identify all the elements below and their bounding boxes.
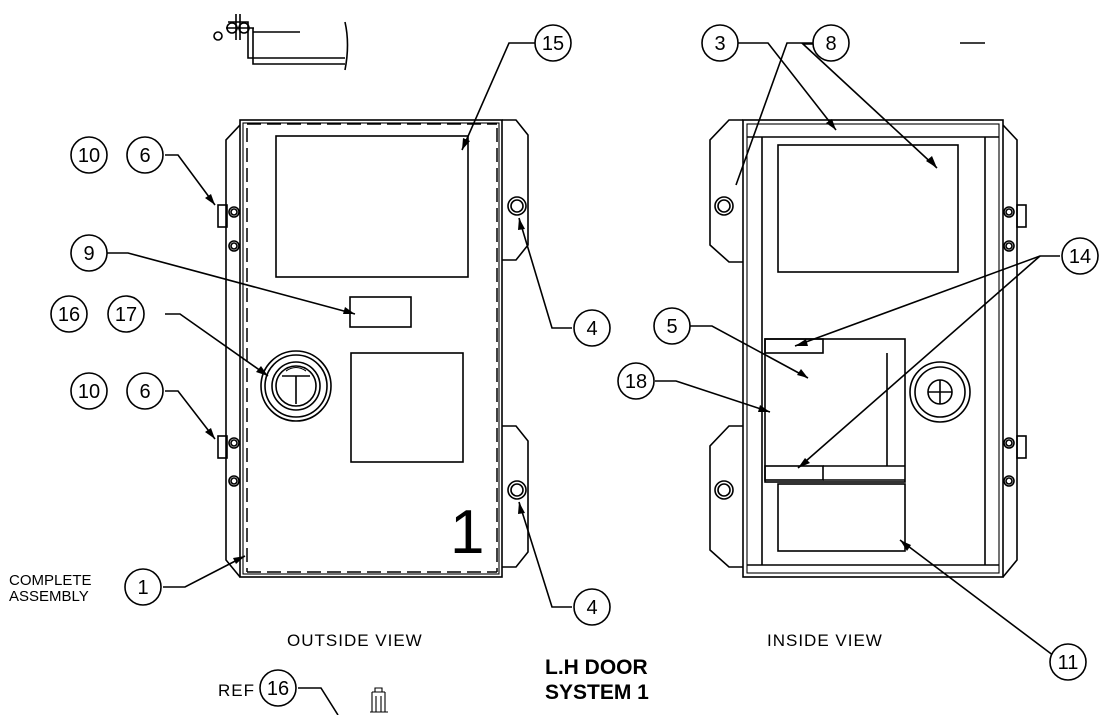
svg-text:14: 14 <box>1069 246 1091 268</box>
assembly-label: ASSEMBLY <box>9 588 89 605</box>
callout-16-ref: 16 <box>259 669 297 707</box>
callout-10-top: 10 <box>70 136 108 174</box>
svg-text:15: 15 <box>542 33 564 55</box>
svg-text:1: 1 <box>137 577 148 599</box>
ref-label: REF <box>218 681 255 700</box>
svg-text:10: 10 <box>78 145 100 167</box>
svg-text:5: 5 <box>666 316 677 338</box>
callout-11: 11 <box>1049 643 1087 681</box>
callout-6-bottom: 6 <box>126 372 164 410</box>
callout-10-bottom: 10 <box>70 372 108 410</box>
outside-view-label: OUTSIDE VIEW <box>287 631 423 650</box>
callout-balloons: 15 3 8 10 6 9 16 17 10 6 1 4 4 14 5 18 1… <box>50 24 1099 707</box>
callout-14: 14 <box>1061 237 1099 275</box>
key-icon <box>370 687 388 713</box>
callout-8: 8 <box>812 24 850 62</box>
callout-15: 15 <box>534 24 572 62</box>
inside-view-door <box>709 119 1027 578</box>
svg-text:16: 16 <box>267 678 289 700</box>
callout-16: 16 <box>50 295 88 333</box>
svg-text:16: 16 <box>58 304 80 326</box>
inside-view-label: INSIDE VIEW <box>767 631 883 650</box>
callout-4-bottom: 4 <box>573 588 611 626</box>
leader-8-visible <box>800 43 938 169</box>
svg-text:9: 9 <box>83 243 94 265</box>
svg-text:3: 3 <box>714 33 725 55</box>
svg-text:4: 4 <box>586 318 597 340</box>
callout-1: 1 <box>124 568 162 606</box>
outside-view-door <box>217 119 529 578</box>
complete-label: COMPLETE <box>9 572 92 589</box>
svg-text:8: 8 <box>825 33 836 55</box>
title-line-2: SYSTEM 1 <box>545 681 649 704</box>
callout-17: 17 <box>107 295 145 333</box>
callout-5: 5 <box>653 307 691 345</box>
hinge-detail-top <box>213 14 349 71</box>
callout-9: 9 <box>70 234 108 272</box>
svg-text:6: 6 <box>139 381 150 403</box>
svg-text:10: 10 <box>78 381 100 403</box>
svg-text:17: 17 <box>115 304 137 326</box>
svg-text:18: 18 <box>625 371 647 393</box>
callout-18: 18 <box>617 362 655 400</box>
title-line-1: L.H DOOR <box>545 656 648 679</box>
callout-6-top: 6 <box>126 136 164 174</box>
callout-3: 3 <box>701 24 739 62</box>
door-number: 1 <box>450 498 484 567</box>
svg-text:6: 6 <box>139 145 150 167</box>
svg-text:4: 4 <box>586 597 597 619</box>
svg-text:11: 11 <box>1058 652 1079 674</box>
callout-4-top: 4 <box>573 309 611 347</box>
